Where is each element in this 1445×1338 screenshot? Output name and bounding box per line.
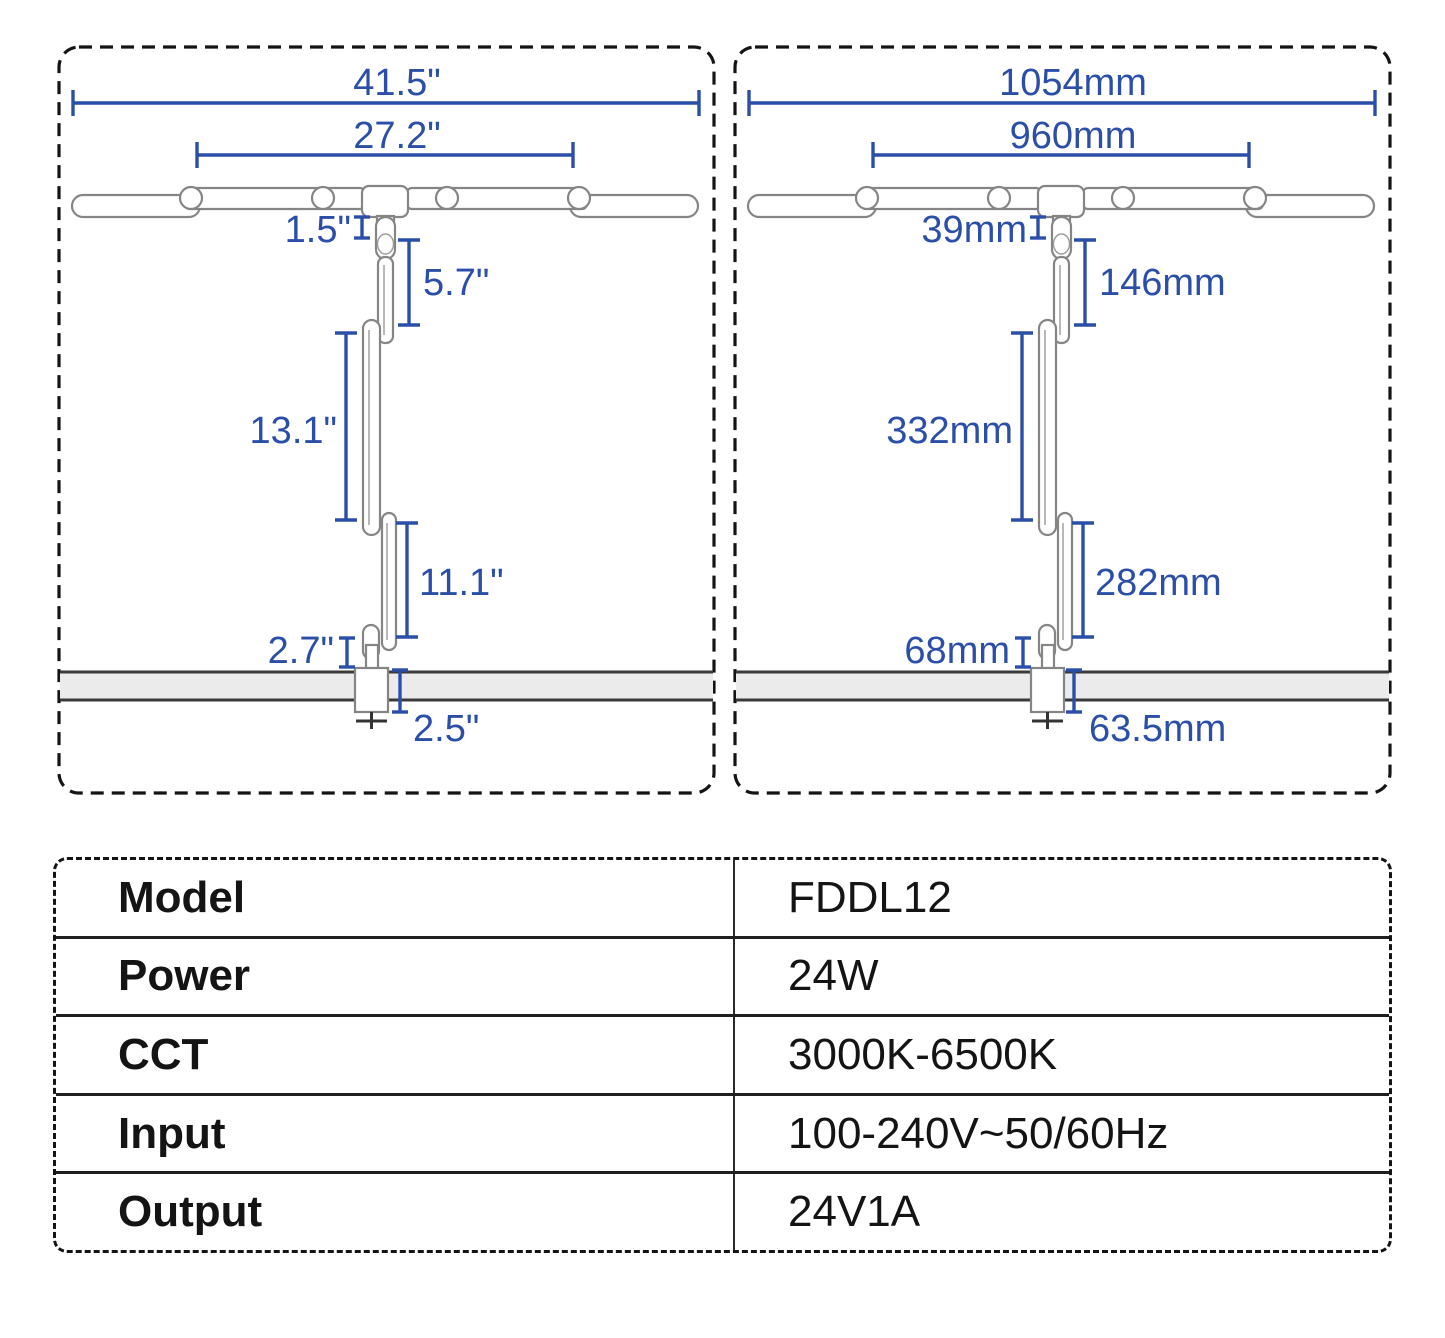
spec-label-input: Input	[118, 1108, 226, 1158]
dim-label-head-to-joint: 1.5"	[285, 209, 351, 251]
dim-label-head-to-joint: 39mm	[921, 209, 1027, 251]
desk-clamp	[353, 666, 390, 729]
spec-label-cct: CCT	[118, 1029, 209, 1079]
dashed-frame	[57, 45, 716, 795]
dim-upper-arm: 146mm	[1074, 238, 1226, 327]
dim-riser-height: 2.7"	[268, 630, 355, 672]
dim-label-middle-arm: 332mm	[886, 410, 1013, 452]
lamp-drawing	[70, 184, 700, 729]
dim-label-riser-height: 2.7"	[268, 630, 334, 672]
dim-riser-height: 68mm	[904, 630, 1031, 672]
dim-label-middle-arm: 13.1"	[250, 410, 337, 452]
dim-label-clamp-depth: 63.5mm	[1089, 708, 1226, 750]
dim-head-width: 960mm	[871, 115, 1251, 168]
spec-value-output: 24V1A	[733, 1174, 1389, 1250]
spec-label-power: Power	[118, 951, 251, 1001]
lamp-diagram-metric-svg: 1054mm 960mm 39mm	[733, 45, 1392, 795]
dim-head-to-joint: 1.5"	[285, 209, 370, 251]
spec-table: Model FDDL12 Power 24W CCT 3000K-6500K I…	[53, 857, 1392, 1253]
dimension-annotations: 41.5" 27.2" 1.5"	[71, 62, 701, 750]
spec-label-model: Model	[118, 872, 246, 922]
lamp-drawing	[746, 184, 1376, 729]
arm-segment-middle	[361, 318, 382, 537]
dashed-frame	[733, 45, 1392, 795]
dim-label-riser-height: 68mm	[904, 630, 1010, 672]
spec-row-input: Input 100-240V~50/60Hz	[56, 1092, 1389, 1172]
spec-value-cct: 3000K-6500K	[733, 1017, 1389, 1093]
dim-overall-width: 1054mm	[747, 62, 1377, 116]
spec-row-model: Model FDDL12	[56, 860, 1389, 936]
spec-value-model: FDDL12	[733, 860, 1389, 936]
arm-segment-middle	[1037, 318, 1058, 537]
lamp-head-center-block	[360, 184, 410, 219]
arm-segment-upper	[376, 255, 395, 345]
diagram-panel-imperial: 41.5" 27.2" 1.5"	[57, 45, 716, 795]
lamp-head-center-block	[1036, 184, 1086, 219]
spec-label-output: Output	[118, 1187, 263, 1237]
lamp-arm	[1037, 214, 1074, 674]
lamp-diagram-imperial-svg: 41.5" 27.2" 1.5"	[57, 45, 716, 795]
desk-clamp	[1029, 666, 1066, 729]
dim-label-head-width: 960mm	[1010, 115, 1137, 157]
dim-clamp-depth: 63.5mm	[1066, 668, 1226, 750]
dim-middle-arm: 332mm	[886, 331, 1033, 522]
dim-lower-arm: 11.1"	[396, 521, 504, 639]
spec-value-power: 24W	[733, 938, 1389, 1015]
arm-segment-upper	[1052, 255, 1071, 345]
dim-label-overall-width: 1054mm	[999, 62, 1147, 104]
spec-row-power: Power 24W	[56, 935, 1389, 1015]
spec-value-input: 100-240V~50/60Hz	[733, 1095, 1389, 1172]
dim-label-head-width: 27.2"	[353, 115, 440, 157]
dim-label-upper-arm: 5.7"	[423, 262, 489, 304]
dim-clamp-depth: 2.5"	[392, 668, 479, 750]
dim-label-lower-arm: 11.1"	[419, 562, 504, 604]
dim-head-width: 27.2"	[195, 115, 575, 168]
lamp-head-bar	[746, 184, 1376, 219]
diagram-panel-metric: 1054mm 960mm 39mm	[733, 45, 1392, 795]
arm-segment-lower	[380, 511, 398, 652]
spec-row-cct: CCT 3000K-6500K	[56, 1014, 1389, 1093]
dim-middle-arm: 13.1"	[250, 331, 357, 522]
lamp-head-bar	[70, 184, 700, 219]
arm-segment-lower	[1056, 511, 1074, 652]
lamp-arm	[361, 214, 398, 674]
dim-head-to-joint: 39mm	[921, 209, 1046, 251]
dim-label-clamp-depth: 2.5"	[413, 708, 479, 750]
dim-label-lower-arm: 282mm	[1095, 562, 1222, 604]
dim-lower-arm: 282mm	[1072, 521, 1222, 639]
spec-row-output: Output 24V1A	[56, 1171, 1389, 1250]
dim-label-overall-width: 41.5"	[353, 62, 440, 104]
dimension-annotations: 1054mm 960mm 39mm	[747, 62, 1377, 750]
dim-label-upper-arm: 146mm	[1099, 262, 1226, 304]
dim-overall-width: 41.5"	[71, 62, 701, 116]
dim-upper-arm: 5.7"	[398, 238, 489, 327]
